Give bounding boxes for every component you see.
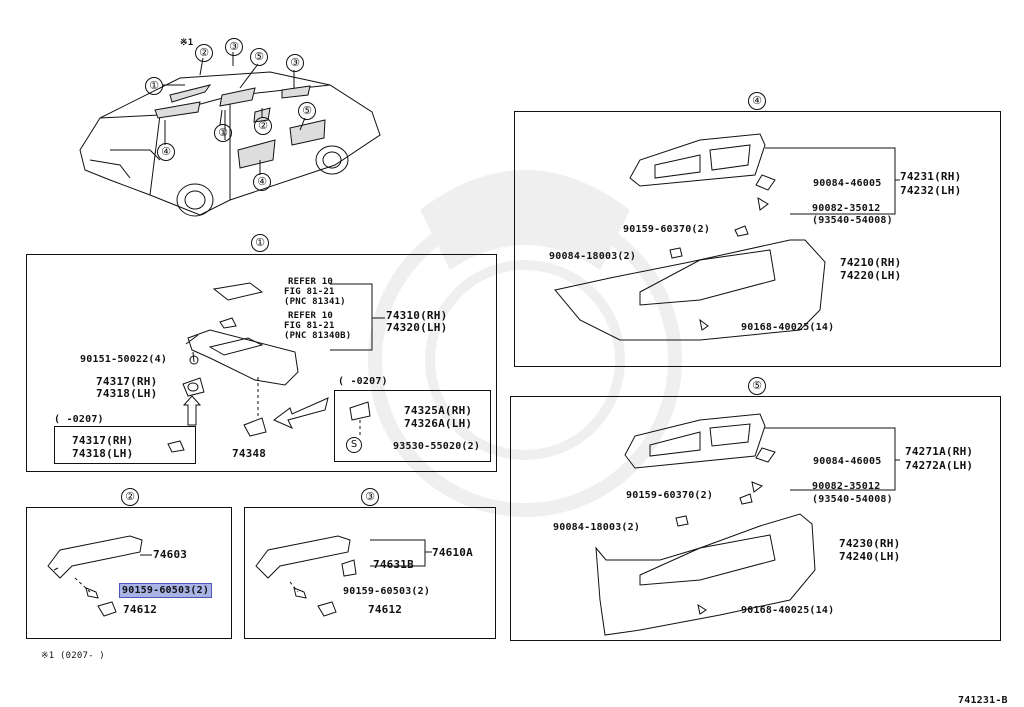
part-74612-b[interactable]: 74612 — [368, 603, 403, 616]
callout-4-left: ④ — [157, 143, 175, 161]
armrest-drawing-4 — [554, 133, 900, 341]
p5-part-90082-35012[interactable]: 90082-35012 — [812, 481, 881, 492]
refer-1-line2: FIG 81-21 — [284, 287, 335, 297]
part-74603[interactable]: 74603 — [153, 548, 188, 561]
p5-part-90168-40025[interactable]: 90168-40025(14) — [741, 605, 835, 616]
part-74318-b[interactable]: 74318(LH) — [72, 447, 134, 460]
part-74320[interactable]: 74320(LH) — [386, 321, 448, 334]
callout-5-top: ⑤ — [250, 48, 268, 66]
part-74272a[interactable]: 74272A(LH) — [905, 459, 974, 472]
refer-1-line3: (PNC 81341) — [284, 297, 346, 307]
p5-part-90159-60370[interactable]: 90159-60370(2) — [626, 490, 714, 501]
p4-part-90168-40025[interactable]: 90168-40025(14) — [741, 322, 835, 333]
assist-grip-drawing-3 — [255, 535, 432, 617]
callout-1-mid: ① — [214, 124, 232, 142]
panel-4-index: ④ — [748, 92, 766, 110]
part-74240[interactable]: 74240(LH) — [839, 550, 901, 563]
panel-2-index: ② — [121, 488, 139, 506]
part-90151-50022[interactable]: 90151-50022(4) — [80, 354, 168, 365]
part-74271a[interactable]: 74271A(RH) — [905, 445, 974, 458]
sun-visor-drawing — [167, 282, 385, 453]
panel-2-assist-grip — [26, 507, 232, 639]
date-range-1: ( -0207) — [54, 414, 104, 425]
panel-3-index: ③ — [361, 488, 379, 506]
footnote-mark-car: ※1 — [180, 38, 194, 48]
refer-1-line1: REFER 10 — [288, 277, 333, 287]
refer-2-line1: REFER 10 — [288, 311, 333, 321]
panel-1-sun-visor — [26, 254, 497, 472]
callout-1-left: ① — [145, 77, 163, 95]
p4-part-93540-54008[interactable]: (93540-54008) — [812, 215, 893, 226]
part-74317-a[interactable]: 74317(RH) — [96, 375, 158, 388]
part-74348[interactable]: 74348 — [232, 447, 267, 460]
part-74210[interactable]: 74210(RH) — [840, 256, 902, 269]
part-74317-b[interactable]: 74317(RH) — [72, 434, 134, 447]
part-74610a[interactable]: 74610A — [432, 546, 473, 559]
callout-2-mid: ② — [254, 117, 272, 135]
part-74326a[interactable]: 74326A(LH) — [404, 417, 473, 430]
part-74232[interactable]: 74232(LH) — [900, 184, 962, 197]
armrest-drawing-5 — [595, 413, 900, 636]
part-74631b[interactable]: 74631B — [373, 558, 414, 571]
panel-1-index: ① — [251, 234, 269, 252]
callout-5-mid: ⑤ — [298, 102, 316, 120]
part-93530-55020[interactable]: 93530-55020(2) — [393, 441, 481, 452]
watermark-emblem — [368, 170, 682, 517]
panel-5-index: ⑤ — [748, 377, 766, 395]
part-74230[interactable]: 74230(RH) — [839, 537, 901, 550]
car-illustration — [79, 52, 381, 217]
refer-2-line2: FIG 81-21 — [284, 321, 335, 331]
p5-part-90084-46005[interactable]: 90084-46005 — [813, 456, 882, 467]
p4-part-90084-18003[interactable]: 90084-18003(2) — [549, 251, 637, 262]
callout-3-top: ③ — [225, 38, 243, 56]
footnote: ※1 (0207- ) — [41, 651, 105, 661]
part-90159-60503-highlighted[interactable]: 90159-60503(2) — [119, 583, 213, 598]
p4-part-90082-35012[interactable]: 90082-35012 — [812, 203, 881, 214]
p4-part-90084-46005[interactable]: 90084-46005 — [813, 178, 882, 189]
p5-part-90084-18003[interactable]: 90084-18003(2) — [553, 522, 641, 533]
p5-part-93540-54008[interactable]: (93540-54008) — [812, 494, 893, 505]
callout-3-right: ③ — [286, 54, 304, 72]
part-74318-a[interactable]: 74318(LH) — [96, 387, 158, 400]
panel-1-old-clip-box — [54, 426, 196, 464]
panel-4-armrest — [514, 111, 1001, 367]
s-mark: S — [346, 437, 362, 453]
panel-1-old-holder-box — [334, 390, 491, 462]
part-74310[interactable]: 74310(RH) — [386, 309, 448, 322]
callout-2-top: ② — [195, 44, 213, 62]
part-90159-60503-b[interactable]: 90159-60503(2) — [343, 586, 431, 597]
assist-grip-drawing-2 — [47, 535, 152, 617]
callout-4-bottom: ④ — [253, 173, 271, 191]
part-74612-a[interactable]: 74612 — [123, 603, 158, 616]
refer-2-line3: (PNC 81340B) — [284, 331, 352, 341]
p4-part-90159-60370[interactable]: 90159-60370(2) — [623, 224, 711, 235]
doc-code: 741231-B — [958, 695, 1008, 706]
part-74220[interactable]: 74220(LH) — [840, 269, 902, 282]
part-74325a[interactable]: 74325A(RH) — [404, 404, 473, 417]
panel-3-assist-grip — [244, 507, 496, 639]
panel-5-armrest — [510, 396, 1001, 641]
part-74231[interactable]: 74231(RH) — [900, 170, 962, 183]
date-range-2: ( -0207) — [338, 376, 388, 387]
